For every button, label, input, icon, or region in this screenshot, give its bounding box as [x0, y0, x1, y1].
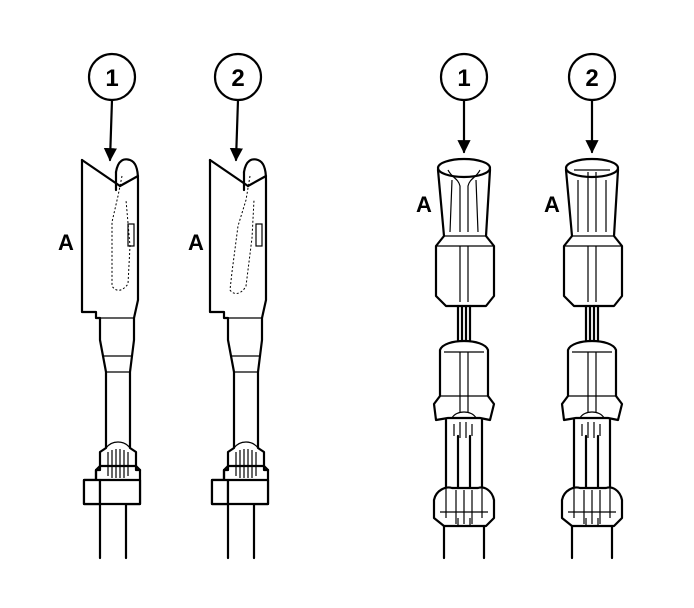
- label-a: A: [544, 192, 560, 217]
- right-terminal-1: 1 A: [416, 52, 496, 560]
- callout-1-right: 1: [439, 52, 489, 154]
- callout-number: 1: [457, 65, 470, 92]
- label-a: A: [58, 230, 74, 255]
- callout-1-left: 1: [87, 52, 137, 162]
- right-terminal-2: 2 A: [544, 52, 624, 560]
- left-terminal-2: 2 A: [188, 52, 270, 560]
- callout-2-right: 2: [567, 52, 617, 154]
- label-a: A: [188, 230, 204, 255]
- callout-number: 1: [105, 65, 118, 92]
- left-terminal-1: 1 A: [58, 52, 142, 560]
- callout-2-left: 2: [213, 52, 263, 162]
- callout-number: 2: [585, 65, 598, 92]
- label-a: A: [416, 192, 432, 217]
- callout-number: 2: [231, 65, 244, 92]
